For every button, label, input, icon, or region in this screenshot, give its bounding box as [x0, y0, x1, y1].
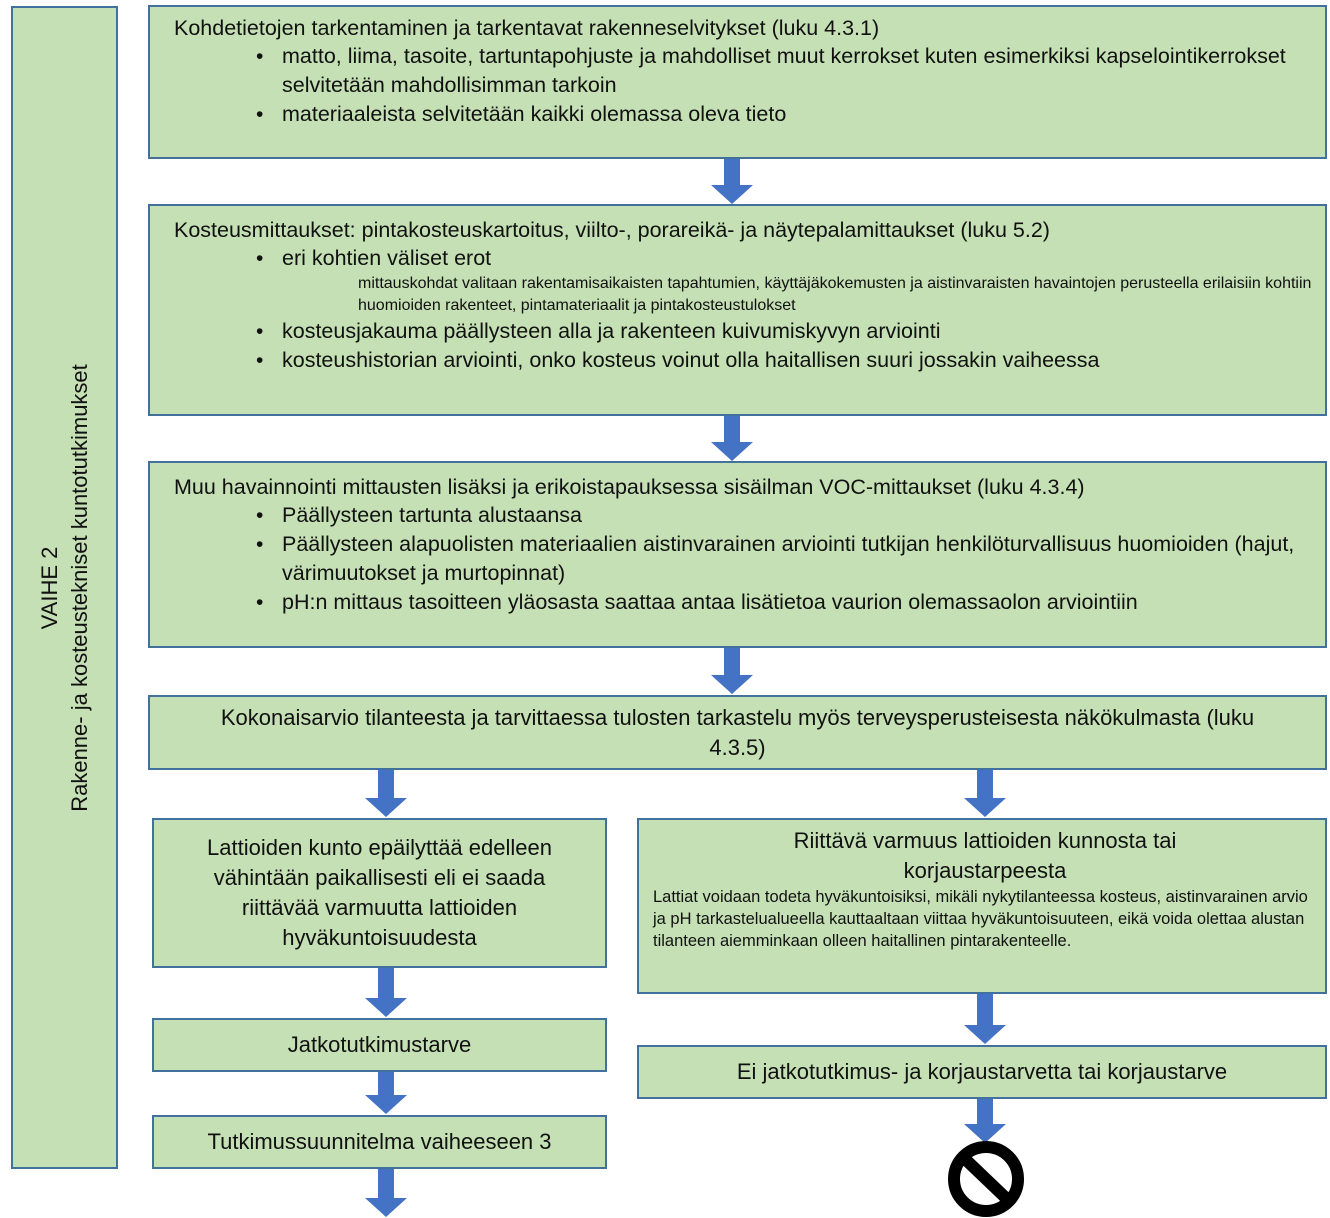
box-certainty-detail: Lattiat voidaan todeta hyväkuntoisiksi, …	[653, 888, 1308, 950]
phase-label: VAIHE 2 Rakenne- ja kosteustekniset kunt…	[35, 364, 95, 812]
box-moisture-title: Kosteusmittaukset: pintakosteuskartoitus…	[174, 218, 1050, 242]
box-moisture-bullet: kosteusjakauma päällysteen alla ja raken…	[246, 317, 1321, 346]
box-other-bullet: Päällysteen alapuolisten materiaalien ai…	[246, 530, 1321, 588]
box-no-further-need: Ei jatkotutkimus- ja korjaustarvetta tai…	[637, 1045, 1327, 1099]
arrow-down-left-2	[365, 968, 407, 1017]
box-target-info-bullet: materiaaleista selvitetään kaikki olemas…	[246, 100, 1315, 129]
box-further-research: Jatkotutkimustarve	[152, 1018, 607, 1072]
phase-title: VAIHE 2	[36, 546, 62, 629]
box-overall-text: Kokonaisarvio tilanteesta ja tarvittaess…	[220, 704, 1255, 760]
arrow-down-1	[711, 159, 753, 204]
box-no-need-text: Ei jatkotutkimus- ja korjaustarvetta tai…	[736, 1059, 1228, 1084]
box-target-info: Kohdetietojen tarkentaminen ja tarkentav…	[148, 5, 1327, 159]
box-other-observations: Muu havainnointi mittausten lisäksi ja e…	[148, 461, 1327, 648]
box-target-info-bullet: matto, liima, tasoite, tartuntapohjuste …	[246, 42, 1315, 100]
box-sufficient-certainty: Riittävä varmuus lattioiden kunnosta tai…	[637, 818, 1327, 994]
box-overall-assessment: Kokonaisarvio tilanteesta ja tarvittaess…	[148, 695, 1327, 770]
arrow-down-3	[711, 648, 753, 694]
box-other-bullet: pH:n mittaus tasoitteen yläosasta saatta…	[246, 588, 1321, 617]
box-plan-text: Tutkimussuunnitelma vaiheeseen 3	[207, 1129, 552, 1154]
box-other-title: Muu havainnointi mittausten lisäksi ja e…	[174, 475, 1085, 499]
box-moisture-measurements: Kosteusmittaukset: pintakosteuskartoitus…	[148, 204, 1327, 416]
box-research-plan: Tutkimussuunnitelma vaiheeseen 3	[152, 1115, 607, 1169]
box-other-bullet: Päällysteen tartunta alustaansa	[246, 501, 1321, 530]
box-moisture-bullet: kosteushistorian arviointi, onko kosteus…	[246, 346, 1321, 375]
phase-subtitle: Rakenne- ja kosteustekniset kuntotutkimu…	[66, 363, 92, 812]
arrow-down-2	[711, 416, 753, 461]
arrow-down-left-branch	[365, 770, 407, 817]
phase-sidebar: VAIHE 2 Rakenne- ja kosteustekniset kunt…	[11, 6, 118, 1169]
box-target-info-title: Kohdetietojen tarkentaminen ja tarkentav…	[174, 16, 880, 40]
arrow-down-right-branch	[964, 770, 1006, 817]
arrow-down-right-2	[964, 994, 1006, 1044]
arrow-down-right-3	[964, 1099, 1006, 1143]
arrow-down-left-out	[365, 1169, 407, 1217]
box-doubt: Lattioiden kunto epäilyttää edelleen väh…	[152, 818, 607, 968]
box-moisture-note: mittauskohdat valitaan rakentamisaikaist…	[358, 275, 1312, 314]
box-moisture-bullet: eri kohtien väliset erot	[246, 244, 1321, 273]
box-certainty-title: Riittävä varmuus lattioiden kunnosta tai…	[793, 828, 1177, 883]
no-entry-icon	[948, 1141, 1024, 1217]
arrow-down-left-3	[365, 1072, 407, 1114]
box-further-text: Jatkotutkimustarve	[287, 1032, 472, 1057]
box-doubt-text: Lattioiden kunto epäilyttää edelleen väh…	[207, 835, 552, 950]
